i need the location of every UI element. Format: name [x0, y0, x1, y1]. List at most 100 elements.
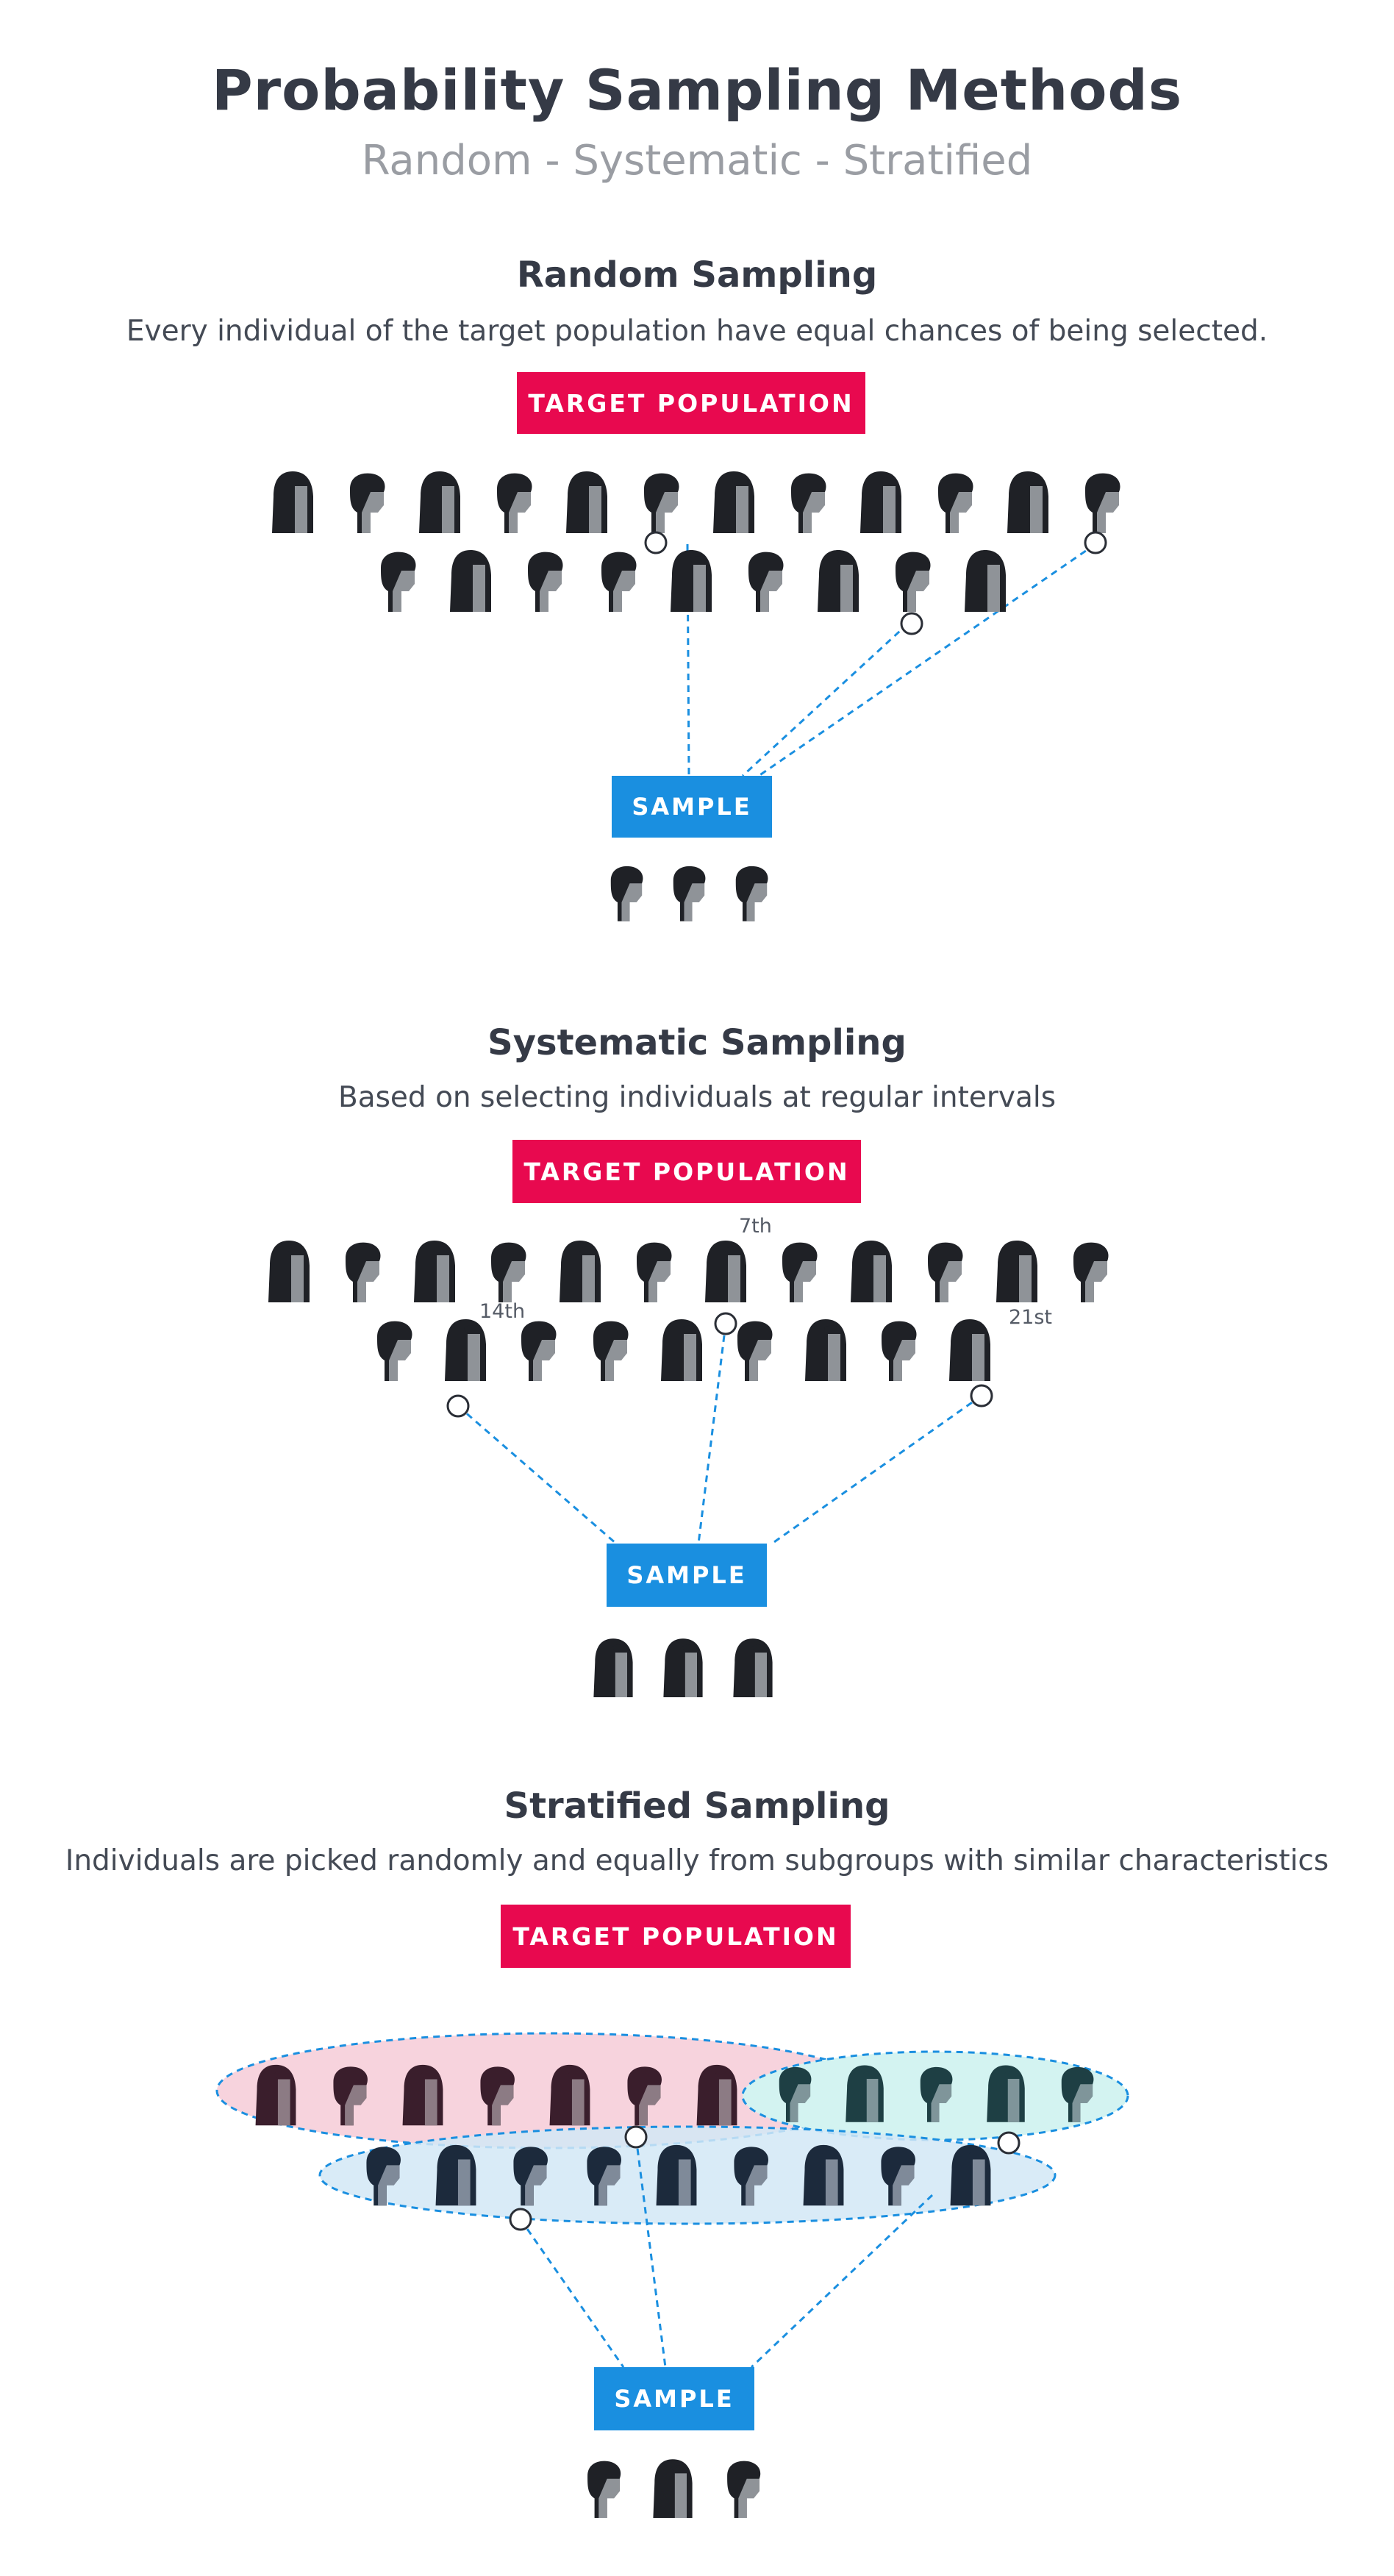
selection-circle-icon [509, 2208, 532, 2231]
male-person-icon [1061, 2066, 1094, 2122]
systematic-target-population-box: TARGET POPULATION [512, 1140, 861, 1203]
female-person-icon [560, 1241, 601, 1302]
random-sample-box: SAMPLE [612, 776, 772, 838]
female-person-icon [445, 1319, 486, 1381]
female-person-icon [705, 1241, 746, 1302]
systematic-section-description: Based on selecting individuals at regula… [337, 1081, 1057, 1114]
male-person-icon [381, 552, 416, 612]
systematic-sample-label: SAMPLE [626, 1561, 747, 1589]
male-person-icon [491, 1242, 526, 1302]
male-person-icon [673, 866, 706, 921]
male-person-icon [521, 1321, 557, 1381]
stratified-sample-label: SAMPLE [614, 2385, 734, 2413]
ordinal-label-14th: 14th [479, 1300, 526, 1323]
page-title: Probability Sampling Methods [211, 57, 1183, 123]
stratified-sample-box: SAMPLE [594, 2367, 754, 2430]
male-person-icon [333, 2066, 368, 2126]
male-person-icon [1085, 473, 1120, 533]
female-person-icon [268, 1241, 310, 1302]
female-person-icon [593, 1638, 633, 1697]
connector-line [519, 2219, 625, 2368]
male-person-icon [882, 1321, 917, 1381]
systematic-section-title: Systematic Sampling [487, 1022, 907, 1063]
female-person-icon [733, 1638, 773, 1697]
female-person-icon [996, 1241, 1037, 1302]
female-person-icon [950, 2144, 991, 2206]
connector-line [697, 1323, 727, 1544]
random-section-description: Every individual of the target populatio… [126, 315, 1268, 348]
male-person-icon [791, 473, 826, 533]
selection-circle-icon [1084, 531, 1107, 554]
stratified-section-title: Stratified Sampling [504, 1785, 890, 1827]
male-person-icon [881, 2147, 915, 2206]
male-person-icon [637, 1242, 672, 1302]
female-person-icon [949, 1319, 990, 1381]
female-person-icon [818, 550, 859, 612]
female-person-icon [661, 1319, 702, 1381]
female-person-icon [1007, 471, 1048, 533]
female-person-icon [435, 2144, 476, 2206]
male-person-icon [727, 2461, 761, 2518]
page-subtitle: Random - Systematic - Stratified [361, 137, 1033, 185]
male-person-icon [593, 1321, 629, 1381]
male-person-icon [748, 552, 784, 612]
stratified-target-population-box: TARGET POPULATION [501, 1905, 851, 1968]
male-person-icon [734, 2147, 768, 2206]
connector-line [457, 1405, 617, 1545]
selection-circle-icon [714, 1312, 737, 1335]
male-person-icon [938, 473, 973, 533]
male-person-icon [782, 1242, 818, 1302]
female-person-icon [549, 2064, 590, 2126]
male-person-icon [920, 2066, 953, 2122]
stratified-section-description: Individuals are picked randomly and equa… [65, 1844, 1329, 1877]
connector-line [750, 2194, 934, 2369]
random-target-population-box: TARGET POPULATION [517, 372, 865, 434]
male-person-icon [587, 2461, 621, 2518]
male-person-icon [346, 1242, 381, 1302]
male-person-icon [1073, 1242, 1109, 1302]
female-person-icon [713, 471, 754, 533]
male-person-icon [377, 1321, 412, 1381]
female-person-icon [653, 2459, 693, 2518]
male-person-icon [480, 2066, 515, 2126]
female-person-icon [846, 2065, 884, 2122]
selection-circle-icon [644, 531, 668, 554]
female-person-icon [987, 2065, 1025, 2122]
selection-circle-icon [970, 1384, 993, 1407]
female-person-icon [965, 550, 1006, 612]
male-person-icon [737, 1321, 773, 1381]
male-person-icon [350, 473, 385, 533]
random-target-population-label: TARGET POPULATION [528, 388, 854, 418]
selection-circle-icon [997, 2131, 1021, 2155]
selection-circle-icon [624, 2125, 648, 2149]
male-person-icon [513, 2147, 548, 2206]
male-person-icon [610, 866, 643, 921]
male-person-icon [366, 2147, 401, 2206]
female-person-icon [805, 1319, 846, 1381]
ordinal-label-21st: 21st [1009, 1306, 1053, 1329]
male-person-icon [587, 2147, 621, 2206]
male-person-icon [928, 1242, 963, 1302]
female-person-icon [450, 550, 491, 612]
stratified-target-population-label: TARGET POPULATION [512, 1922, 839, 1951]
male-person-icon [644, 473, 679, 533]
female-person-icon [696, 2064, 737, 2126]
female-person-icon [566, 471, 607, 533]
female-person-icon [671, 550, 712, 612]
female-person-icon [656, 2144, 697, 2206]
connector-line [758, 543, 1096, 777]
female-person-icon [255, 2064, 296, 2126]
ordinal-label-7th: 7th [739, 1215, 772, 1238]
male-person-icon [528, 552, 563, 612]
connector-line [741, 622, 909, 777]
connector-line [635, 2136, 667, 2368]
female-person-icon [414, 1241, 455, 1302]
female-person-icon [860, 471, 901, 533]
selection-circle-icon [900, 612, 923, 635]
male-person-icon [779, 2066, 812, 2122]
female-person-icon [851, 1241, 892, 1302]
female-person-icon [803, 2144, 844, 2206]
male-person-icon [896, 552, 931, 612]
female-person-icon [663, 1638, 703, 1697]
